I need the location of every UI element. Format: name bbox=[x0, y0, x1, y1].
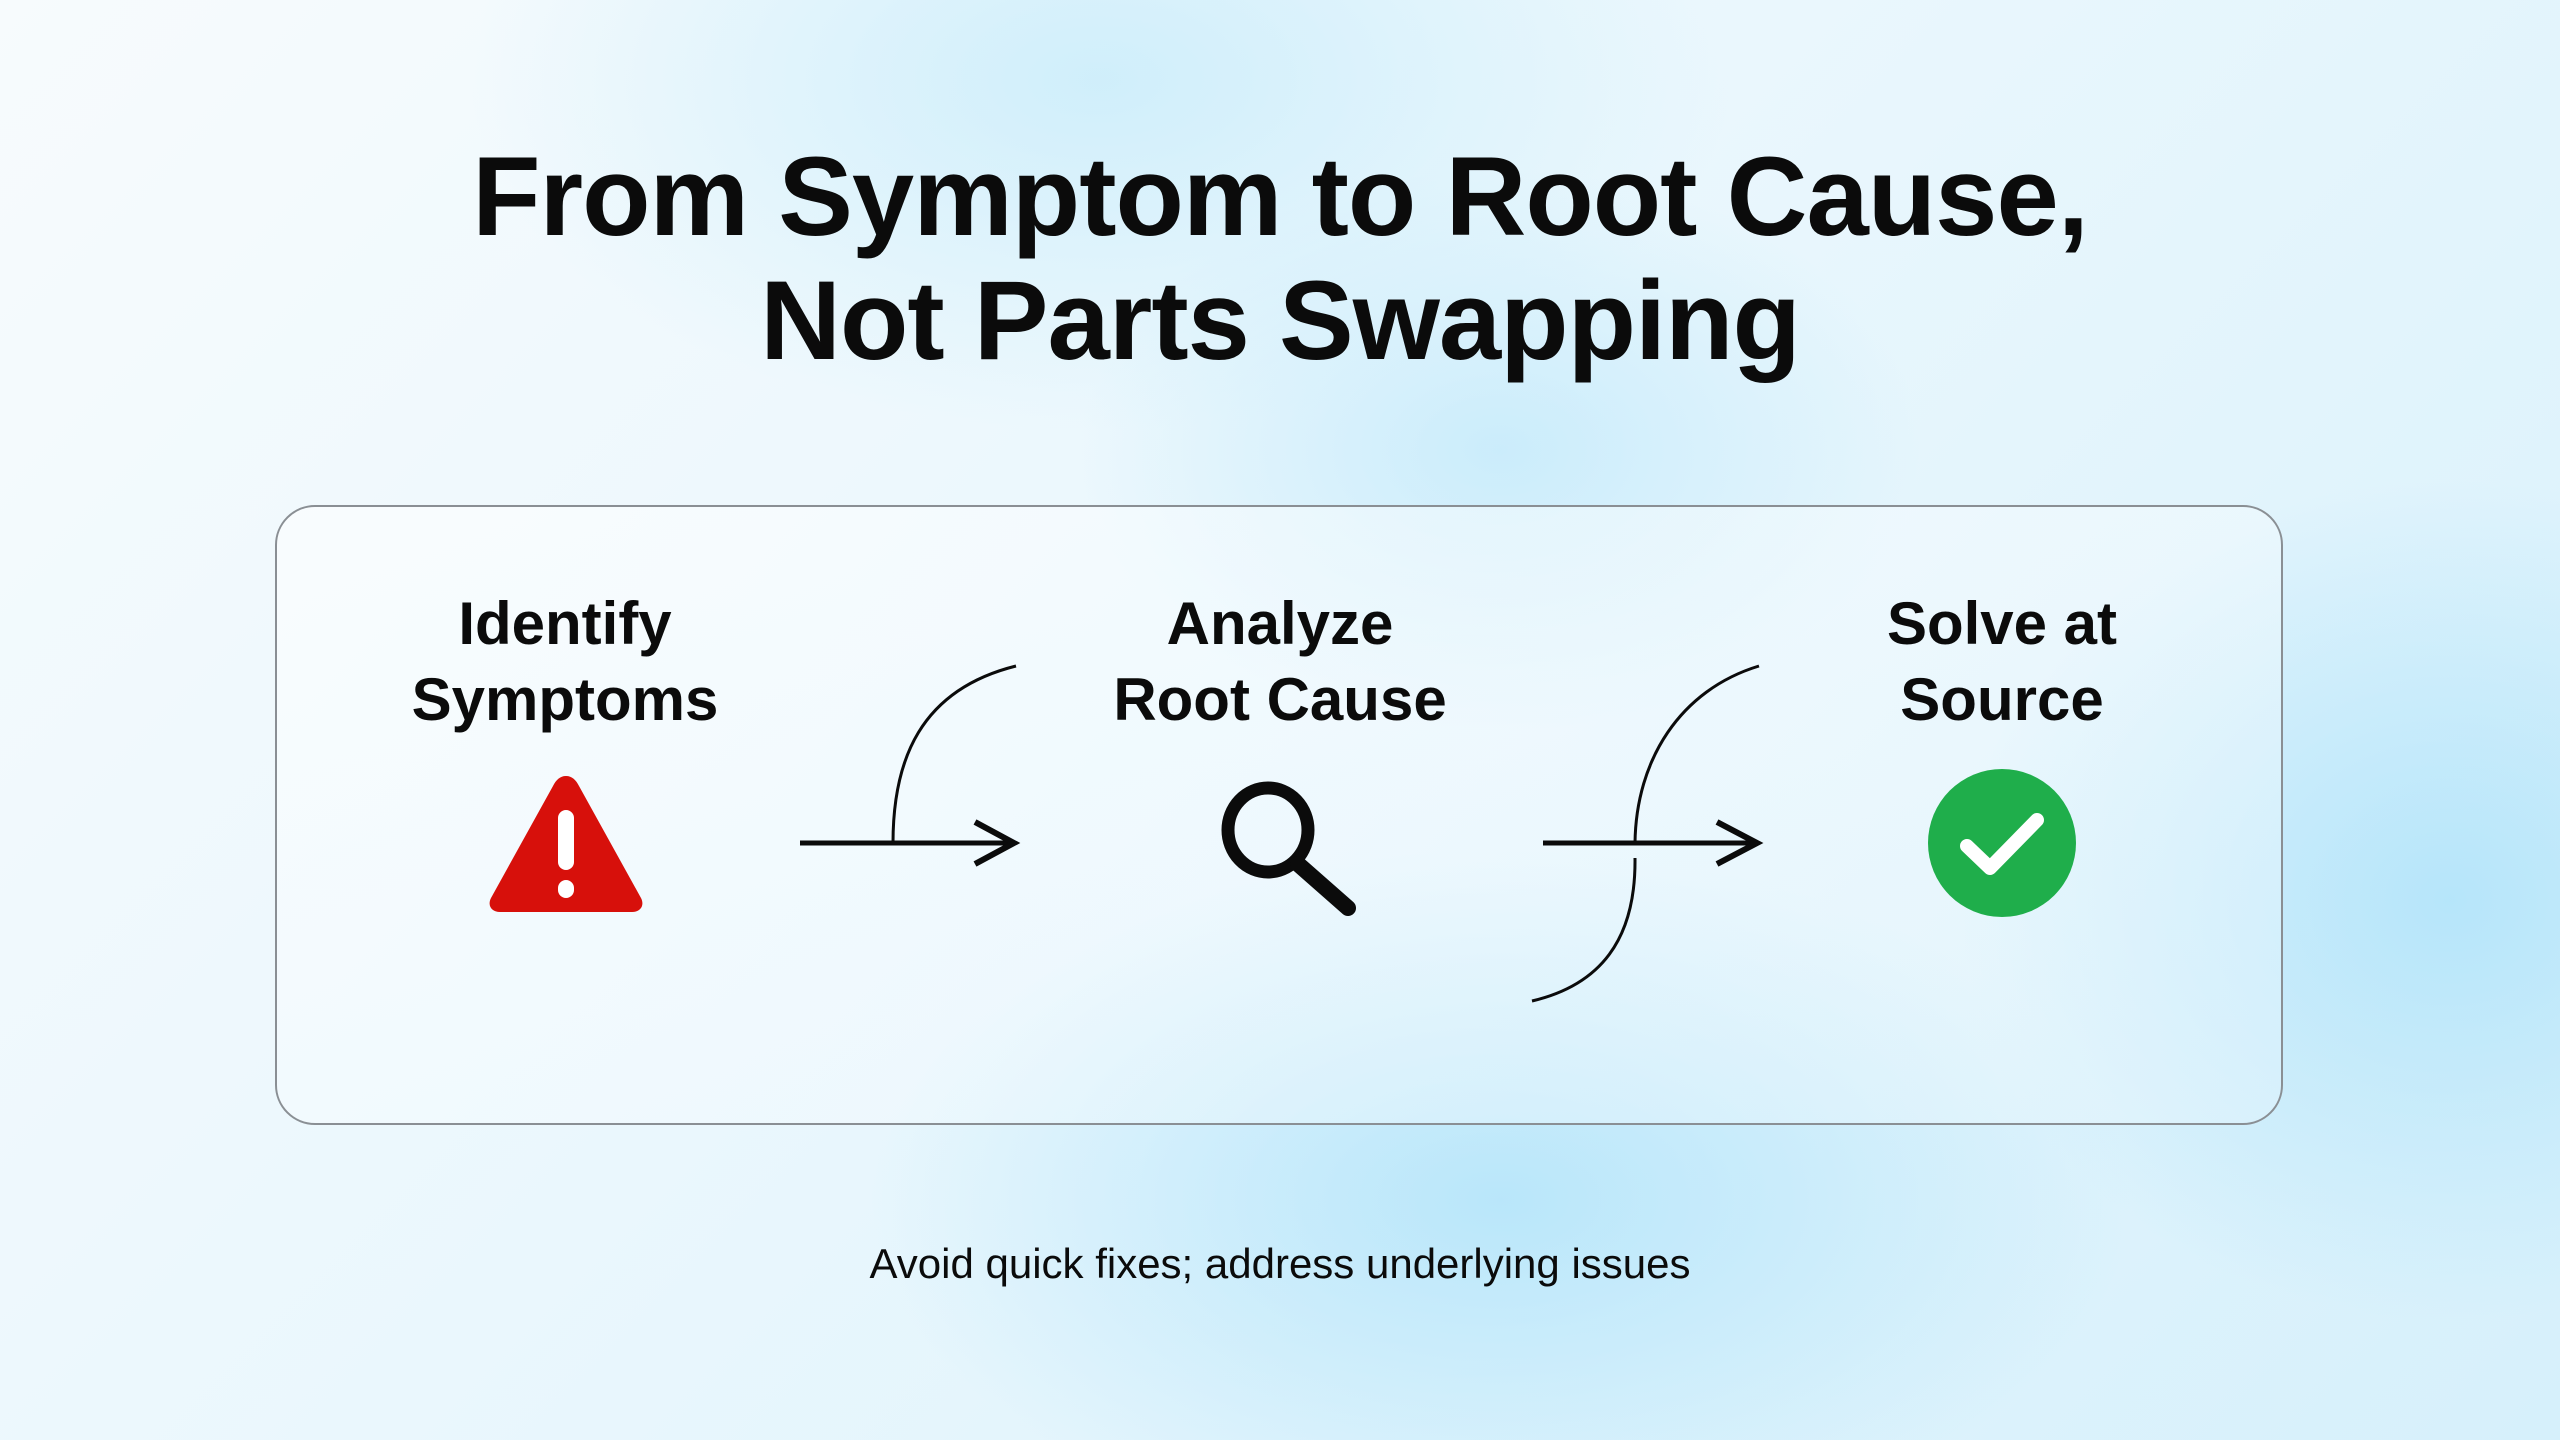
step-label-line: Source bbox=[1900, 666, 2104, 733]
check-circle-icon bbox=[1928, 769, 2076, 917]
step-label-line: Identify bbox=[458, 590, 672, 657]
step-label-solve-at-source: Solve at Source bbox=[1752, 586, 2252, 738]
footer-caption: Avoid quick fixes; address underlying is… bbox=[869, 1240, 1691, 1287]
page-title: From Symptom to Root Cause, Not Parts Sw… bbox=[0, 135, 2560, 383]
warning-triangle-icon bbox=[489, 776, 643, 912]
magnifier-icon bbox=[1221, 781, 1356, 916]
step-label-line: Symptoms bbox=[411, 666, 719, 733]
arrow-2 bbox=[1531, 664, 1764, 1003]
arrow-1 bbox=[800, 664, 1021, 867]
step-label-line: Analyze bbox=[1166, 590, 1394, 657]
step-label-identify-symptoms: Identify Symptoms bbox=[315, 586, 815, 738]
step-label-analyze-root-cause: Analyze Root Cause bbox=[1030, 586, 1530, 738]
step-label-line: Solve at bbox=[1886, 590, 2118, 657]
title-line-2: Not Parts Swapping bbox=[760, 258, 1801, 383]
title-line-1: From Symptom to Root Cause, bbox=[472, 134, 2089, 259]
step-label-line: Root Cause bbox=[1113, 666, 1447, 733]
